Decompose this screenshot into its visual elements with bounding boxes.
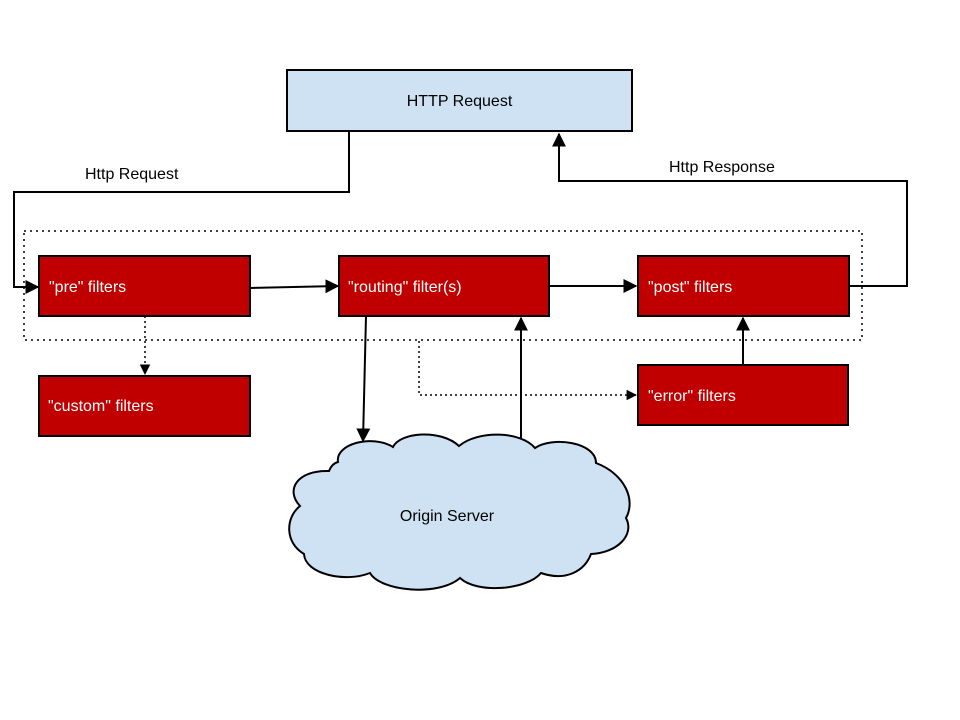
origin-server-label: Origin Server [400,508,495,525]
pre-to-routing-edge [249,279,340,294]
http-request-edge-label: Http Request [85,166,179,183]
routing-filters-label: "routing" filter(s) [348,279,462,296]
custom-filters-node: "custom" filters [38,375,251,437]
post-filters-label: "post" filters [648,279,732,296]
http-request-node: HTTP Request [286,69,633,132]
error-filters-label: "error" filters [648,388,736,405]
request-edge [13,131,350,294]
error-filters-node: "error" filters [637,364,849,426]
post-filters-node: "post" filters [637,255,850,317]
http-response-edge-label: Http Response [669,159,775,176]
routing-to-error-edge [418,341,638,401]
pre-filters-label: "pre" filters [49,279,126,296]
pre-filters-node: "pre" filters [38,255,251,317]
http-request-label: HTTP Request [407,93,513,110]
origin-server-node: Origin Server [288,433,631,591]
routing-to-origin-edge [356,315,371,443]
response-edge [552,132,908,287]
custom-filters-label: "custom" filters [48,398,154,415]
routing-filters-node: "routing" filter(s) [338,255,550,317]
cloud-shape [288,433,631,591]
